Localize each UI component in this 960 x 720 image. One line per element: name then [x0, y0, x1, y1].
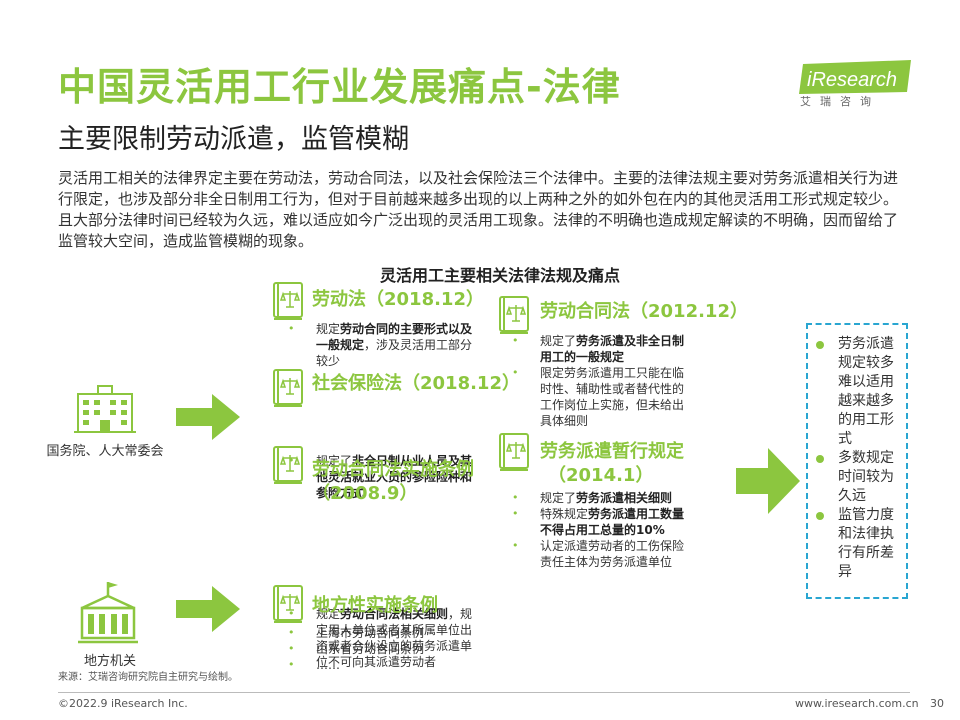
- list-item: •……: [288, 658, 340, 672]
- section-title: 灵活用工主要相关法律法规及痛点: [379, 266, 620, 285]
- government-building-icon: [74, 385, 136, 433]
- bullet-icon: •: [512, 539, 519, 552]
- law-book-icon: [499, 296, 529, 334]
- bullet-icon: [816, 341, 824, 349]
- law-desc-social-insurance: •规定了非全日制从业人员及其他灵活就业人员的参险险种和参险方式: [288, 454, 473, 500]
- law-book-icon: [499, 433, 529, 471]
- arrow-right-icon: [176, 394, 240, 440]
- footer-divider: [58, 692, 910, 693]
- bullet-icon: •: [512, 507, 519, 520]
- list-item: •规定了劳务派遣及非全日制用工的一般规定: [512, 334, 685, 364]
- bullet-icon: •: [288, 658, 295, 671]
- entity-state-council: 国务院、人大常委会: [46, 444, 164, 459]
- website: www.iresearch.com.cn: [795, 697, 919, 710]
- bullet-icon: •: [512, 334, 519, 347]
- law-book-icon: [273, 446, 303, 484]
- bullet-icon: •: [288, 626, 295, 639]
- bullet-icon: •: [512, 491, 519, 504]
- list-item: •上海市劳动合同条例: [288, 626, 425, 640]
- page-subtitle: 主要限制劳动派遣，监管模糊: [58, 124, 409, 155]
- list-item: •规定了劳务派遣相关细则: [512, 491, 673, 505]
- page-number: 30: [930, 697, 944, 710]
- arrow-right-large-icon: [736, 448, 800, 514]
- pain-points-box: 劳务派遣规定较多难以适用越来越多的用工形式 多数规定时间较为久远 监管力度和法律…: [806, 323, 908, 599]
- law-desc-contract-law: •规定了劳务派遣及非全日制用工的一般规定 •限定劳务派遣用工只能在临时性、辅助性…: [512, 333, 690, 429]
- local-government-icon: [78, 582, 138, 644]
- bullet-icon: •: [288, 322, 295, 335]
- law-date-contract-rules: （2008.9）: [312, 483, 418, 504]
- law-title-social-insurance: 社会保险法（2018.12）: [312, 373, 520, 394]
- bullet-icon: [816, 512, 824, 520]
- arrow-right-icon: [176, 586, 240, 632]
- logo-cn-text: 艾瑞咨询: [800, 95, 880, 108]
- local-rules-list: •上海市劳动合同条例 •山东省劳动合同条例 •……: [288, 625, 476, 673]
- pain-point-item: 多数规定时间较为久远: [810, 449, 902, 506]
- law-desc-labor-law: •规定劳动合同的主要形式以及一般规定，涉及灵活用工部分较少: [288, 322, 473, 368]
- pain-point-item: 劳务派遣规定较多难以适用越来越多的用工形式: [810, 335, 902, 449]
- iresearch-logo: iResearch: [799, 60, 911, 94]
- intro-paragraph: 灵活用工相关的法律界定主要在劳动法，劳动合同法，以及社会保险法三个法律中。主要的…: [58, 169, 899, 250]
- bullet-icon: •: [288, 454, 295, 467]
- law-desc-dispatch-rules: •规定了劳务派遣相关细则 •特殊规定劳务派遣用工数量不得占用工总量的10% •认…: [512, 490, 690, 570]
- law-title-labor-law: 劳动法（2018.12）: [312, 289, 484, 310]
- law-title-local-rules: 地方性实施条例: [312, 595, 438, 616]
- bullet-icon: •: [288, 607, 295, 620]
- bullet-icon: [816, 455, 824, 463]
- law-title-contract-law: 劳动合同法（2012.12）: [540, 301, 748, 322]
- law-title-dispatch-rules: 劳务派遣暂行规定: [540, 441, 684, 462]
- page-title: 中国灵活用工行业发展痛点-法律: [58, 65, 621, 109]
- law-title-contract-rules: 劳动合同法实施条例: [312, 459, 474, 480]
- pain-point-item: 监管力度和法律执行有所差异: [810, 506, 902, 582]
- law-book-icon: [273, 585, 303, 623]
- bullet-icon: •: [288, 642, 295, 655]
- list-item: •特殊规定劳务派遣用工数量不得占用工总量的10%: [512, 507, 685, 537]
- copyright: ©2022.9 iResearch Inc.: [58, 697, 188, 710]
- law-book-icon: [273, 282, 303, 320]
- entity-local: 地方机关: [83, 654, 136, 669]
- list-item: •山东省劳动合同条例: [288, 642, 425, 656]
- list-item: •认定派遣劳动者的工伤保险责任主体为劳务派遣单位: [512, 539, 685, 569]
- law-date-dispatch-rules: （2014.1）: [548, 465, 654, 486]
- svg-text:iResearch: iResearch: [807, 69, 897, 91]
- law-book-icon: [273, 369, 303, 407]
- list-item: •限定劳务派遣用工只能在临时性、辅助性或者替代性的工作岗位上实施，但未给出具体细…: [512, 366, 685, 428]
- bullet-icon: •: [512, 366, 519, 379]
- source-note: 来源：艾瑞咨询研究院自主研究与绘制。: [58, 672, 238, 683]
- law-desc-contract-rules: •规定劳动合同法相关细则，规定用人单位或者其所属单位出资或者合伙设立的劳务派遣单…: [288, 607, 473, 669]
